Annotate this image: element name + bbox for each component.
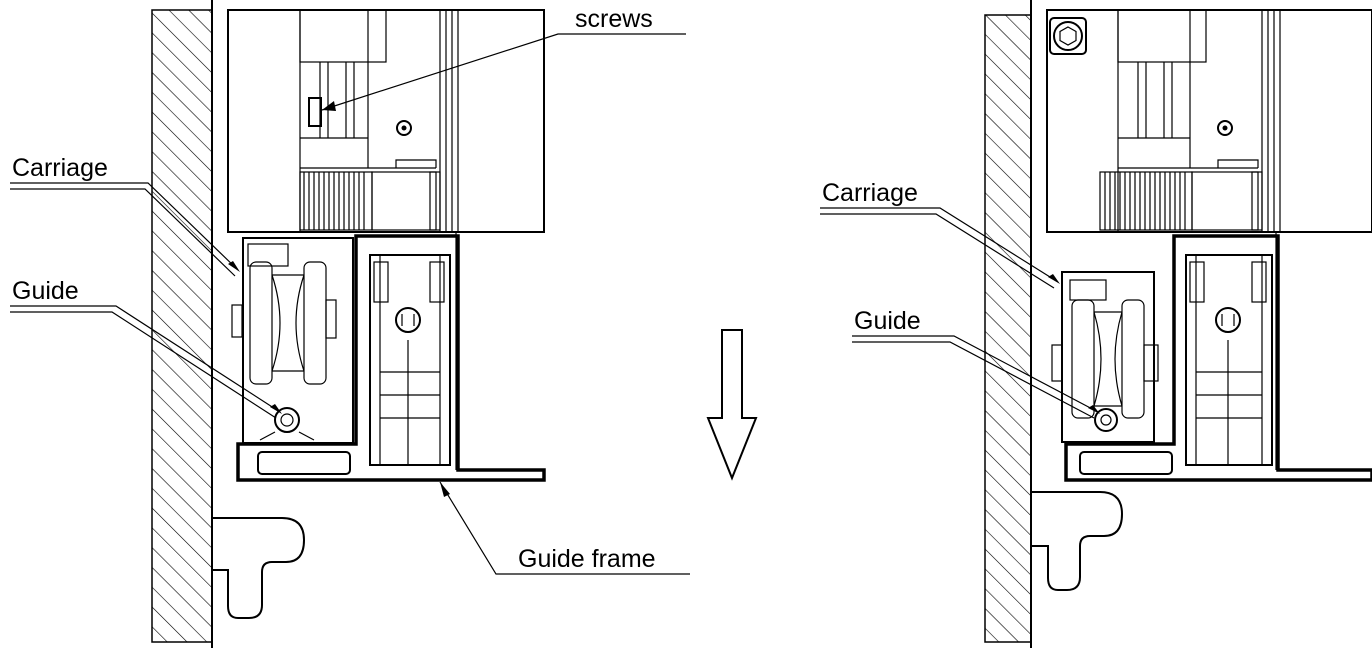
leader-guide-frame [439,481,690,575]
label-screws: screws [575,5,653,33]
wheel-right [1051,299,1159,419]
screw-head-left [308,97,322,127]
gear-teeth-right [1099,171,1193,231]
leader-carriage-right [820,207,1059,283]
leader-guide-left [10,305,281,413]
wheel-left [231,261,337,385]
leader-screws [321,33,686,111]
label-carriage-left: Carriage [12,154,108,182]
label-carriage-right: Carriage [822,179,918,207]
wall-bracket-right [1031,491,1124,591]
leader-guide-right [852,335,1099,413]
wall-bracket-left [212,517,306,619]
hex-screw-right [1053,21,1083,51]
wall-left [151,9,213,643]
wall-right [984,14,1032,643]
label-guide-left: Guide [12,277,79,305]
label-guide-right: Guide [854,307,921,335]
leader-lines [10,33,1100,575]
guide-roller-right [1094,408,1118,432]
guide-roller-left [274,407,300,433]
bolt-left [396,120,412,136]
gear-teeth-left [299,171,373,231]
leader-carriage-left [10,182,239,271]
guide-element-right [1185,254,1273,466]
guide-frame-left [236,234,546,482]
guide-element-left [369,254,451,466]
bolt-right [1217,120,1233,136]
guide-frame-right [1064,234,1372,482]
right-assembly [984,0,1372,648]
arrow-down-icon [706,329,758,481]
label-guide-frame: Guide frame [518,545,656,573]
carriage-housing-right [1061,271,1155,443]
carriage-housing-left [242,237,354,444]
left-assembly [151,0,546,648]
upper-housing-right [1046,9,1372,233]
